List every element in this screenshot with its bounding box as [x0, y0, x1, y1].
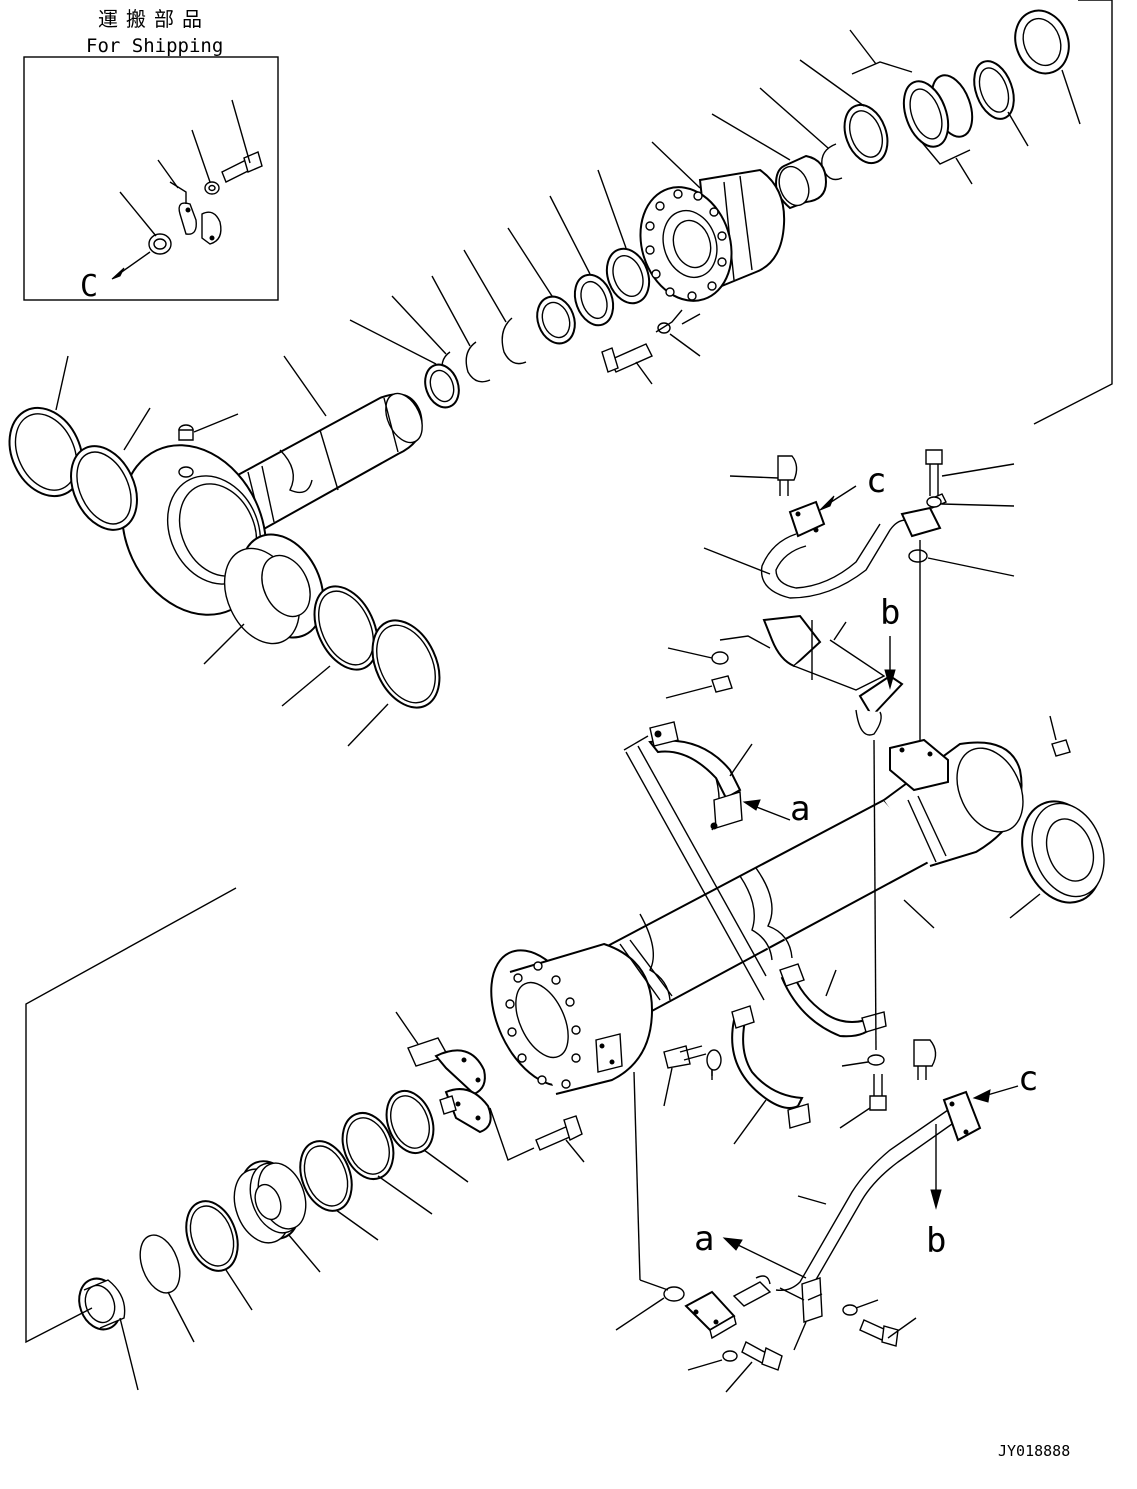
cylinder-head [639, 141, 786, 302]
dust-seal [1014, 9, 1081, 125]
wear-ring-2 [549, 195, 615, 327]
shipping-title-en: For Shipping [86, 35, 223, 57]
backup-ring-5 [431, 275, 491, 383]
upper-clamp-band: a [648, 721, 810, 831]
piston-ring-2 [341, 1112, 433, 1215]
inset-bolt [221, 99, 263, 183]
head-bolt [601, 309, 701, 385]
lower-hydraulic-pipe: c b a [615, 1039, 1038, 1393]
upper-hydraulic-pipe: c [703, 449, 1015, 599]
lower-clamp-band-right [779, 963, 887, 1038]
piston-assembly [78, 1011, 585, 1391]
reference-lines [25, 0, 1113, 1344]
piston-ring-5 [139, 1234, 195, 1343]
bottom-bolt-holes [505, 961, 581, 1089]
rod-seal-stack [711, 9, 1081, 210]
rod-eye-o-ring-left [70, 407, 151, 531]
tube-end-bushing [1009, 800, 1105, 919]
rod-bushing [711, 113, 828, 210]
rod-eye-dust-seal-left [8, 355, 84, 498]
piston-side-rings [349, 169, 651, 409]
inset-o-ring [119, 191, 172, 255]
callout-a-upper: a [790, 789, 810, 829]
piston [233, 1160, 321, 1273]
shipping-box-frame [23, 56, 279, 301]
callout-b-upper: b [880, 593, 900, 633]
rod-eye-bushing [203, 533, 325, 665]
snap-ring-4 [463, 249, 527, 365]
inset-washer [191, 129, 220, 195]
callout-a-lower: a [694, 1219, 714, 1259]
drawing-code: JY018888 [998, 1442, 1070, 1460]
buffer-ring [799, 59, 889, 165]
rod-eye-dust-seal-right [347, 619, 441, 747]
pipe-clamp-bracket: b [665, 593, 904, 736]
band-bolts-right [839, 1054, 887, 1129]
wear-ring-1 [597, 169, 651, 305]
lower-clamp-band-left [731, 1005, 811, 1145]
callout-c-upper: c [866, 461, 886, 501]
u-packing-pair [849, 29, 974, 185]
piston-split-flange [395, 1011, 492, 1134]
head-bolt-holes [645, 189, 727, 301]
piston-ring-4 [185, 1200, 253, 1311]
shipping-parts-inset: 運搬部品 For Shipping [23, 7, 279, 304]
rod-eye-o-ring-right [281, 585, 379, 707]
piston-bolt [489, 1107, 585, 1163]
piston-ring-3 [299, 1140, 379, 1241]
snap-ring-upper [973, 60, 1029, 147]
piston-o-ring-1 [385, 1090, 469, 1183]
inset-split-flange [157, 159, 222, 245]
callout-b-lower: b [926, 1221, 946, 1261]
band-bolts-center [663, 1045, 722, 1107]
inset-callout-C: C [80, 269, 98, 304]
piston-nut-bushing [78, 1277, 139, 1391]
o-ring-7 [349, 319, 460, 409]
callout-c-lower: c [1018, 1059, 1038, 1099]
cylinder-tube [490, 715, 1071, 1095]
seal-ring-3 [507, 227, 576, 345]
shipping-title-jp: 運搬部品 [98, 7, 210, 31]
